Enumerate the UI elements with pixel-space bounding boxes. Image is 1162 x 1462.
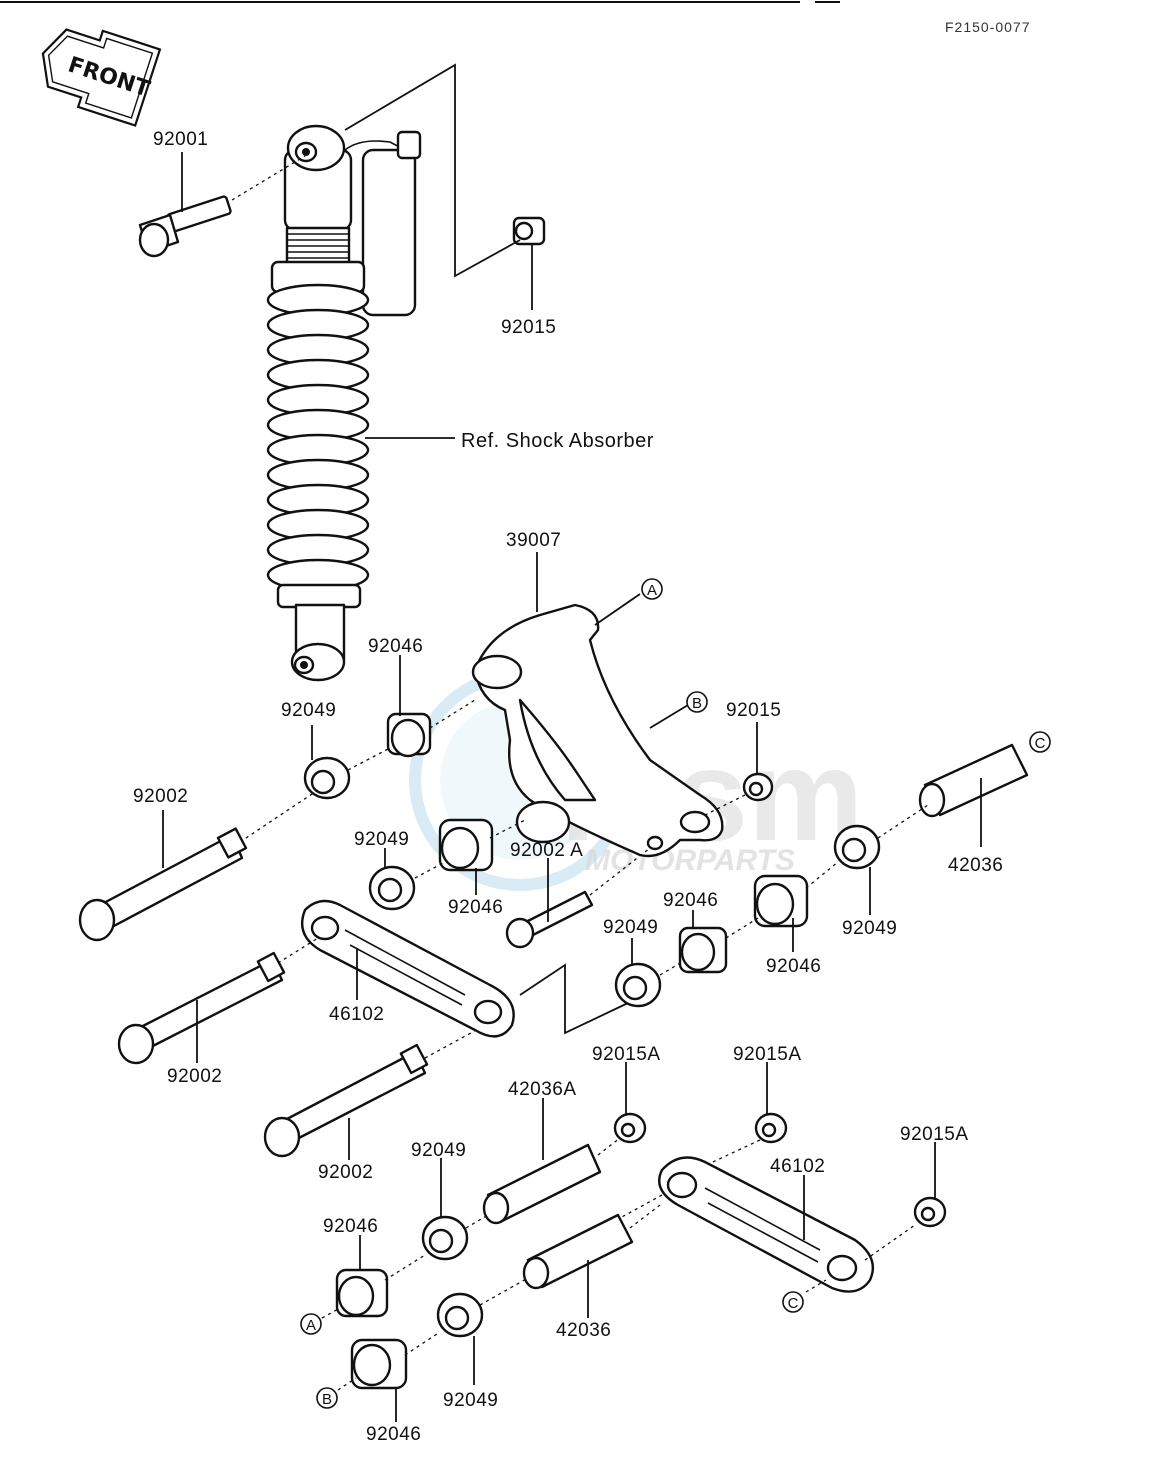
rocker-arm-39007: [471, 603, 724, 858]
pin-92002-b: [117, 951, 286, 1065]
label-92015-top: 92015: [501, 317, 556, 338]
marker-B-bottom: B: [316, 1387, 338, 1409]
bushing-92046-d: [678, 926, 728, 974]
label-92049-d: 92049: [603, 917, 658, 938]
marker-C-top: C: [1029, 731, 1051, 753]
label-92046-f: 92046: [366, 1424, 421, 1445]
spring-coils: [266, 283, 370, 592]
label-39007: 39007: [506, 530, 561, 551]
washer-92049-d: [614, 962, 662, 1008]
label-92046-a: 92046: [368, 636, 423, 657]
marker-A-bottom: A: [300, 1313, 322, 1335]
label-92015A-b: 92015A: [733, 1044, 802, 1065]
label-92002-c: 92002: [318, 1162, 373, 1183]
label-92002-a: 92002: [133, 786, 188, 807]
link-rod-46102-b: [658, 1156, 875, 1293]
collar-92015-top: [512, 216, 546, 246]
svg-text:C: C: [1035, 735, 1046, 752]
bushing-92046-a: [386, 712, 432, 758]
label-92015-mid: 92015: [726, 700, 781, 721]
svg-text:C: C: [788, 1295, 799, 1312]
leader-92015-top: [344, 63, 521, 278]
link-rod-46102-a: [300, 899, 515, 1038]
label-92049-c: 92049: [842, 918, 897, 939]
bushing-92046-f: [350, 1338, 408, 1390]
shock-absorber: [266, 124, 422, 682]
washer-92049-c: [833, 824, 881, 870]
collar-92015A-c: [913, 1196, 947, 1228]
spacer-42036-a: [918, 743, 1029, 818]
label-46102-a: 46102: [329, 1004, 384, 1025]
label-92046-e: 92046: [323, 1216, 378, 1237]
svg-text:A: A: [306, 1317, 316, 1334]
label-92015A-a: 92015A: [592, 1044, 661, 1065]
label-ref-shock-absorber: Ref. Shock Absorber: [461, 430, 654, 452]
pin-92002-c: [263, 1043, 429, 1158]
svg-text:A: A: [647, 582, 657, 599]
label-42036A: 42036A: [508, 1079, 577, 1100]
collar-92015A-a: [613, 1112, 647, 1144]
svg-text:B: B: [692, 695, 702, 712]
spacer-42036-b: [522, 1213, 634, 1290]
label-92046-c: 92046: [766, 956, 821, 977]
bushing-92046-b: [438, 818, 494, 872]
washer-92049-e: [421, 1215, 469, 1261]
front-arrow-icon: FRONT: [41, 28, 162, 127]
bolt-92001: [138, 155, 306, 258]
pin-92002-a: [78, 789, 319, 942]
leader-link-a: [519, 963, 629, 1035]
label-92049-f: 92049: [443, 1390, 498, 1411]
bushing-92046-c: [753, 874, 809, 928]
bolt-92002A: [505, 890, 594, 949]
svg-text:B: B: [322, 1391, 332, 1408]
marker-A-top: A: [641, 578, 663, 600]
label-92002-b: 92002: [167, 1066, 222, 1087]
label-92001: 92001: [153, 129, 208, 150]
label-92049-e: 92049: [411, 1140, 466, 1161]
label-92002A: 92002 A: [510, 840, 583, 861]
leader-lines: [162, 152, 982, 1422]
watermark-sub: MOTORPARTS: [585, 844, 795, 877]
label-42036-a: 42036: [948, 855, 1003, 876]
bushing-92046-e: [335, 1268, 389, 1318]
washer-92049-b: [368, 865, 416, 911]
label-92046-d: 92046: [663, 890, 718, 911]
label-92046-b: 92046: [448, 897, 503, 918]
spacer-42036A: [482, 1143, 602, 1225]
drawing-code: F2150-0077: [945, 19, 1031, 35]
label-42036-b: 42036: [556, 1320, 611, 1341]
label-46102-b: 46102: [770, 1156, 825, 1177]
washer-92049-f: [436, 1292, 484, 1338]
label-92049-b: 92049: [354, 829, 409, 850]
collar-92015-mid: [742, 772, 774, 802]
label-92015A-c: 92015A: [900, 1124, 969, 1145]
marker-B-top: B: [686, 691, 708, 713]
marker-C-bottom: C: [782, 1291, 804, 1313]
label-92049-a: 92049: [281, 700, 336, 721]
washer-92049-a: [303, 756, 351, 800]
collar-92015A-b: [754, 1112, 788, 1144]
